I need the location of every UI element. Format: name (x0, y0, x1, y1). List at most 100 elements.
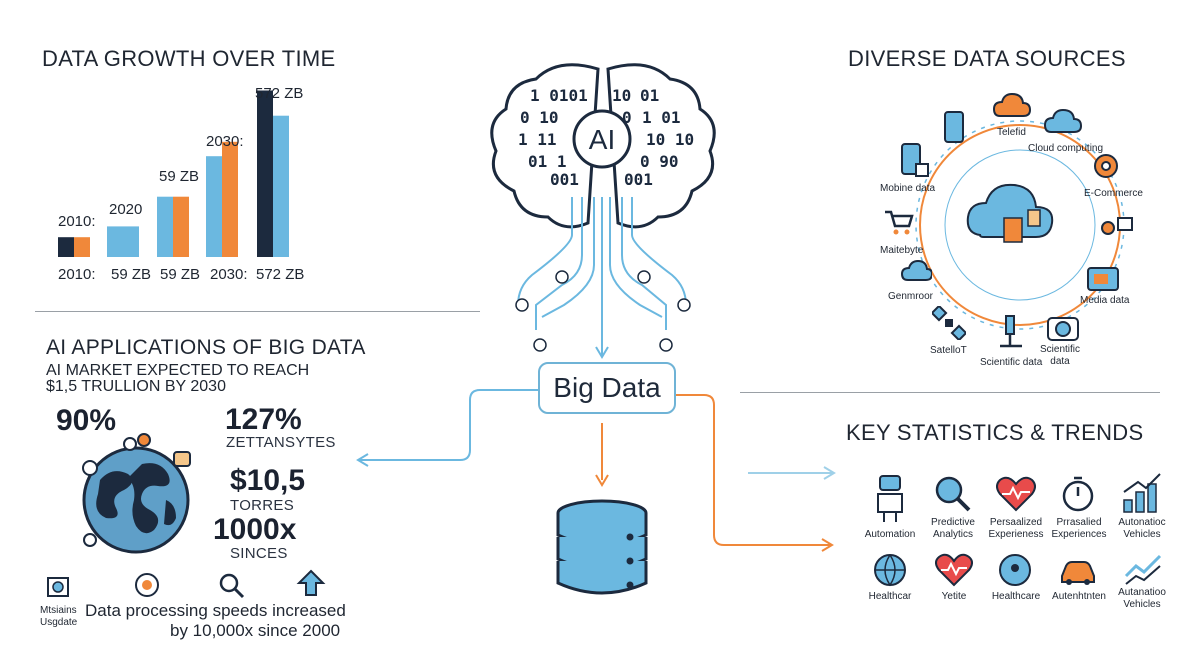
microscope-icon (1000, 315, 1022, 348)
svg-text:1 0101: 1 0101 (530, 86, 588, 105)
globe-small-icon (874, 554, 906, 587)
applications-subtitle-1: AI MARKET EXPECTED TO REACH (46, 362, 310, 379)
globe-icon (82, 433, 191, 554)
stat-label-autanatioo: Autanatioo Vehicles (1118, 587, 1166, 610)
search-icon (219, 573, 245, 599)
growth-bar-3-a (157, 196, 173, 257)
stat-105-sub: TORRES (230, 497, 295, 514)
footer-line-1: Data processing speeds increased (85, 601, 346, 620)
satellite-icon (932, 306, 966, 340)
globe-pin-icon (999, 554, 1031, 586)
source-telefid: Telefid (997, 127, 1026, 138)
stat-label-autonatioc: Autonatioc Vehicles (1118, 517, 1166, 540)
stat-label-personalized: Persaalized Experieness (988, 517, 1044, 540)
source-ecommerce: E-Commerce (1084, 188, 1143, 199)
source-maitebyte: Maitebyte (880, 245, 924, 256)
stats-title: KEY STATISTICS & TRENDS (846, 420, 1144, 445)
source-scientific: Scientific data (980, 357, 1043, 368)
divider-left (35, 311, 480, 312)
big-data-label: Big Data (553, 372, 661, 403)
media-icon (1087, 267, 1119, 291)
source-genmroor: Genmroor (888, 291, 934, 302)
applications-title: AI APPLICATIONS OF BIG DATA (46, 336, 366, 359)
cloud-sync-icon (900, 259, 932, 281)
growth-bar-chart (58, 90, 289, 257)
applications-subtitle-2: $1,5 TRULLION BY 2030 (46, 378, 226, 395)
stat-label-autenhtnten: Autenhtnten (1052, 591, 1106, 602)
bar-trend-icon (1123, 473, 1161, 513)
brain-icon (490, 63, 716, 229)
cloud-icon-orange (992, 92, 1032, 117)
ai-core-circle (572, 109, 632, 169)
car-icon (1061, 561, 1095, 585)
stat-1000-sub: SINCES (230, 545, 288, 562)
heart-pulse-icon (996, 476, 1036, 512)
stat-label-yetite: Yetite (941, 591, 967, 602)
growth-bar-5-b (273, 115, 289, 257)
bar-label-59zb: 59 ZB (159, 168, 200, 185)
stat-1000: 1000x (213, 513, 297, 546)
stat-label-prrasalied: Prrasalied Experiences (1051, 517, 1107, 540)
building-icon (47, 577, 69, 597)
stat-label-healthcar: Healthcar (868, 591, 912, 602)
svg-text:1 01: 1 01 (642, 108, 681, 127)
mobile-icon (901, 143, 929, 177)
svg-text:0 90: 0 90 (640, 152, 679, 171)
growth-title: DATA GROWTH OVER TIME (42, 46, 336, 71)
cloud-icon (1043, 108, 1083, 133)
growth-bar-4-b (222, 141, 238, 257)
stat-105: $10,5 (230, 464, 306, 497)
cycle-icon (135, 573, 159, 597)
bar-label-2030: 2030: (206, 133, 244, 150)
growth-bar-1-a (58, 237, 74, 257)
svg-text:001: 001 (624, 170, 653, 189)
stat-90: 90% (56, 404, 117, 437)
stat-label-automation: Automation (864, 529, 916, 540)
bar-label-572zb: 572 ZB (255, 85, 304, 102)
robot-icon (877, 475, 903, 522)
source-mobile: Mobine data (880, 183, 936, 194)
svg-text:10 10: 10 10 (646, 130, 694, 149)
axis-label-1: 2010: (58, 266, 96, 283)
cart-icon (885, 210, 914, 235)
center-diagram: 1 0101 0 10 1 11 01 1 001 10 01 0 1 01 1… (356, 63, 836, 595)
growth-bar-3-b (173, 196, 189, 257)
trend-lines-icon (1124, 554, 1162, 585)
stat-127-sub: ZETTANSYTES (226, 434, 336, 451)
svg-text:01 1: 01 1 (528, 152, 567, 171)
sources-title: DIVERSE DATA SOURCES (848, 46, 1126, 71)
brain-ai-label: AI (589, 124, 615, 155)
big-data-box: Big Data (538, 362, 676, 414)
magnifier-icon (935, 476, 971, 512)
footer-line-2: by 10,000x since 2000 (170, 621, 341, 640)
svg-text:10: 10 (612, 86, 631, 105)
axis-label-4: 2030: (210, 266, 248, 283)
source-satellite: SatelloT (930, 345, 967, 356)
svg-text:01: 01 (640, 86, 659, 105)
gear-icon (1094, 154, 1118, 178)
growth-bar-2-a (107, 226, 123, 257)
svg-text:0 10: 0 10 (520, 108, 559, 127)
svg-text:001: 001 (550, 170, 579, 189)
camera-icon (1047, 317, 1079, 341)
source-cloud: Cloud computing (1028, 143, 1104, 154)
stat-label-healthcare: Healthcare (991, 591, 1041, 602)
source-scientific-2: Scientific data (1040, 344, 1081, 367)
divider-right (740, 392, 1160, 393)
database-icon (556, 499, 648, 595)
footer-small-label: Mtsiains Usgdate (40, 605, 78, 628)
axis-label-2: 59 ZB (111, 266, 152, 283)
heart-rate-icon (935, 553, 973, 587)
bar-label-2010: 2010: (58, 213, 96, 230)
up-arrow-icon (296, 569, 326, 596)
stat-127: 127% (225, 403, 302, 436)
svg-text:0: 0 (622, 108, 632, 127)
growth-bar-5-a (257, 90, 273, 257)
axis-label-5: 572 ZB (256, 266, 305, 283)
stat-label-predictive: Predictive Analytics (931, 517, 975, 540)
svg-text:1 11: 1 11 (518, 130, 557, 149)
growth-bar-4-a (206, 156, 222, 257)
source-media: Media data (1080, 295, 1130, 306)
growth-bar-2-b (123, 226, 139, 257)
axis-label-3: 59 ZB (160, 266, 201, 283)
